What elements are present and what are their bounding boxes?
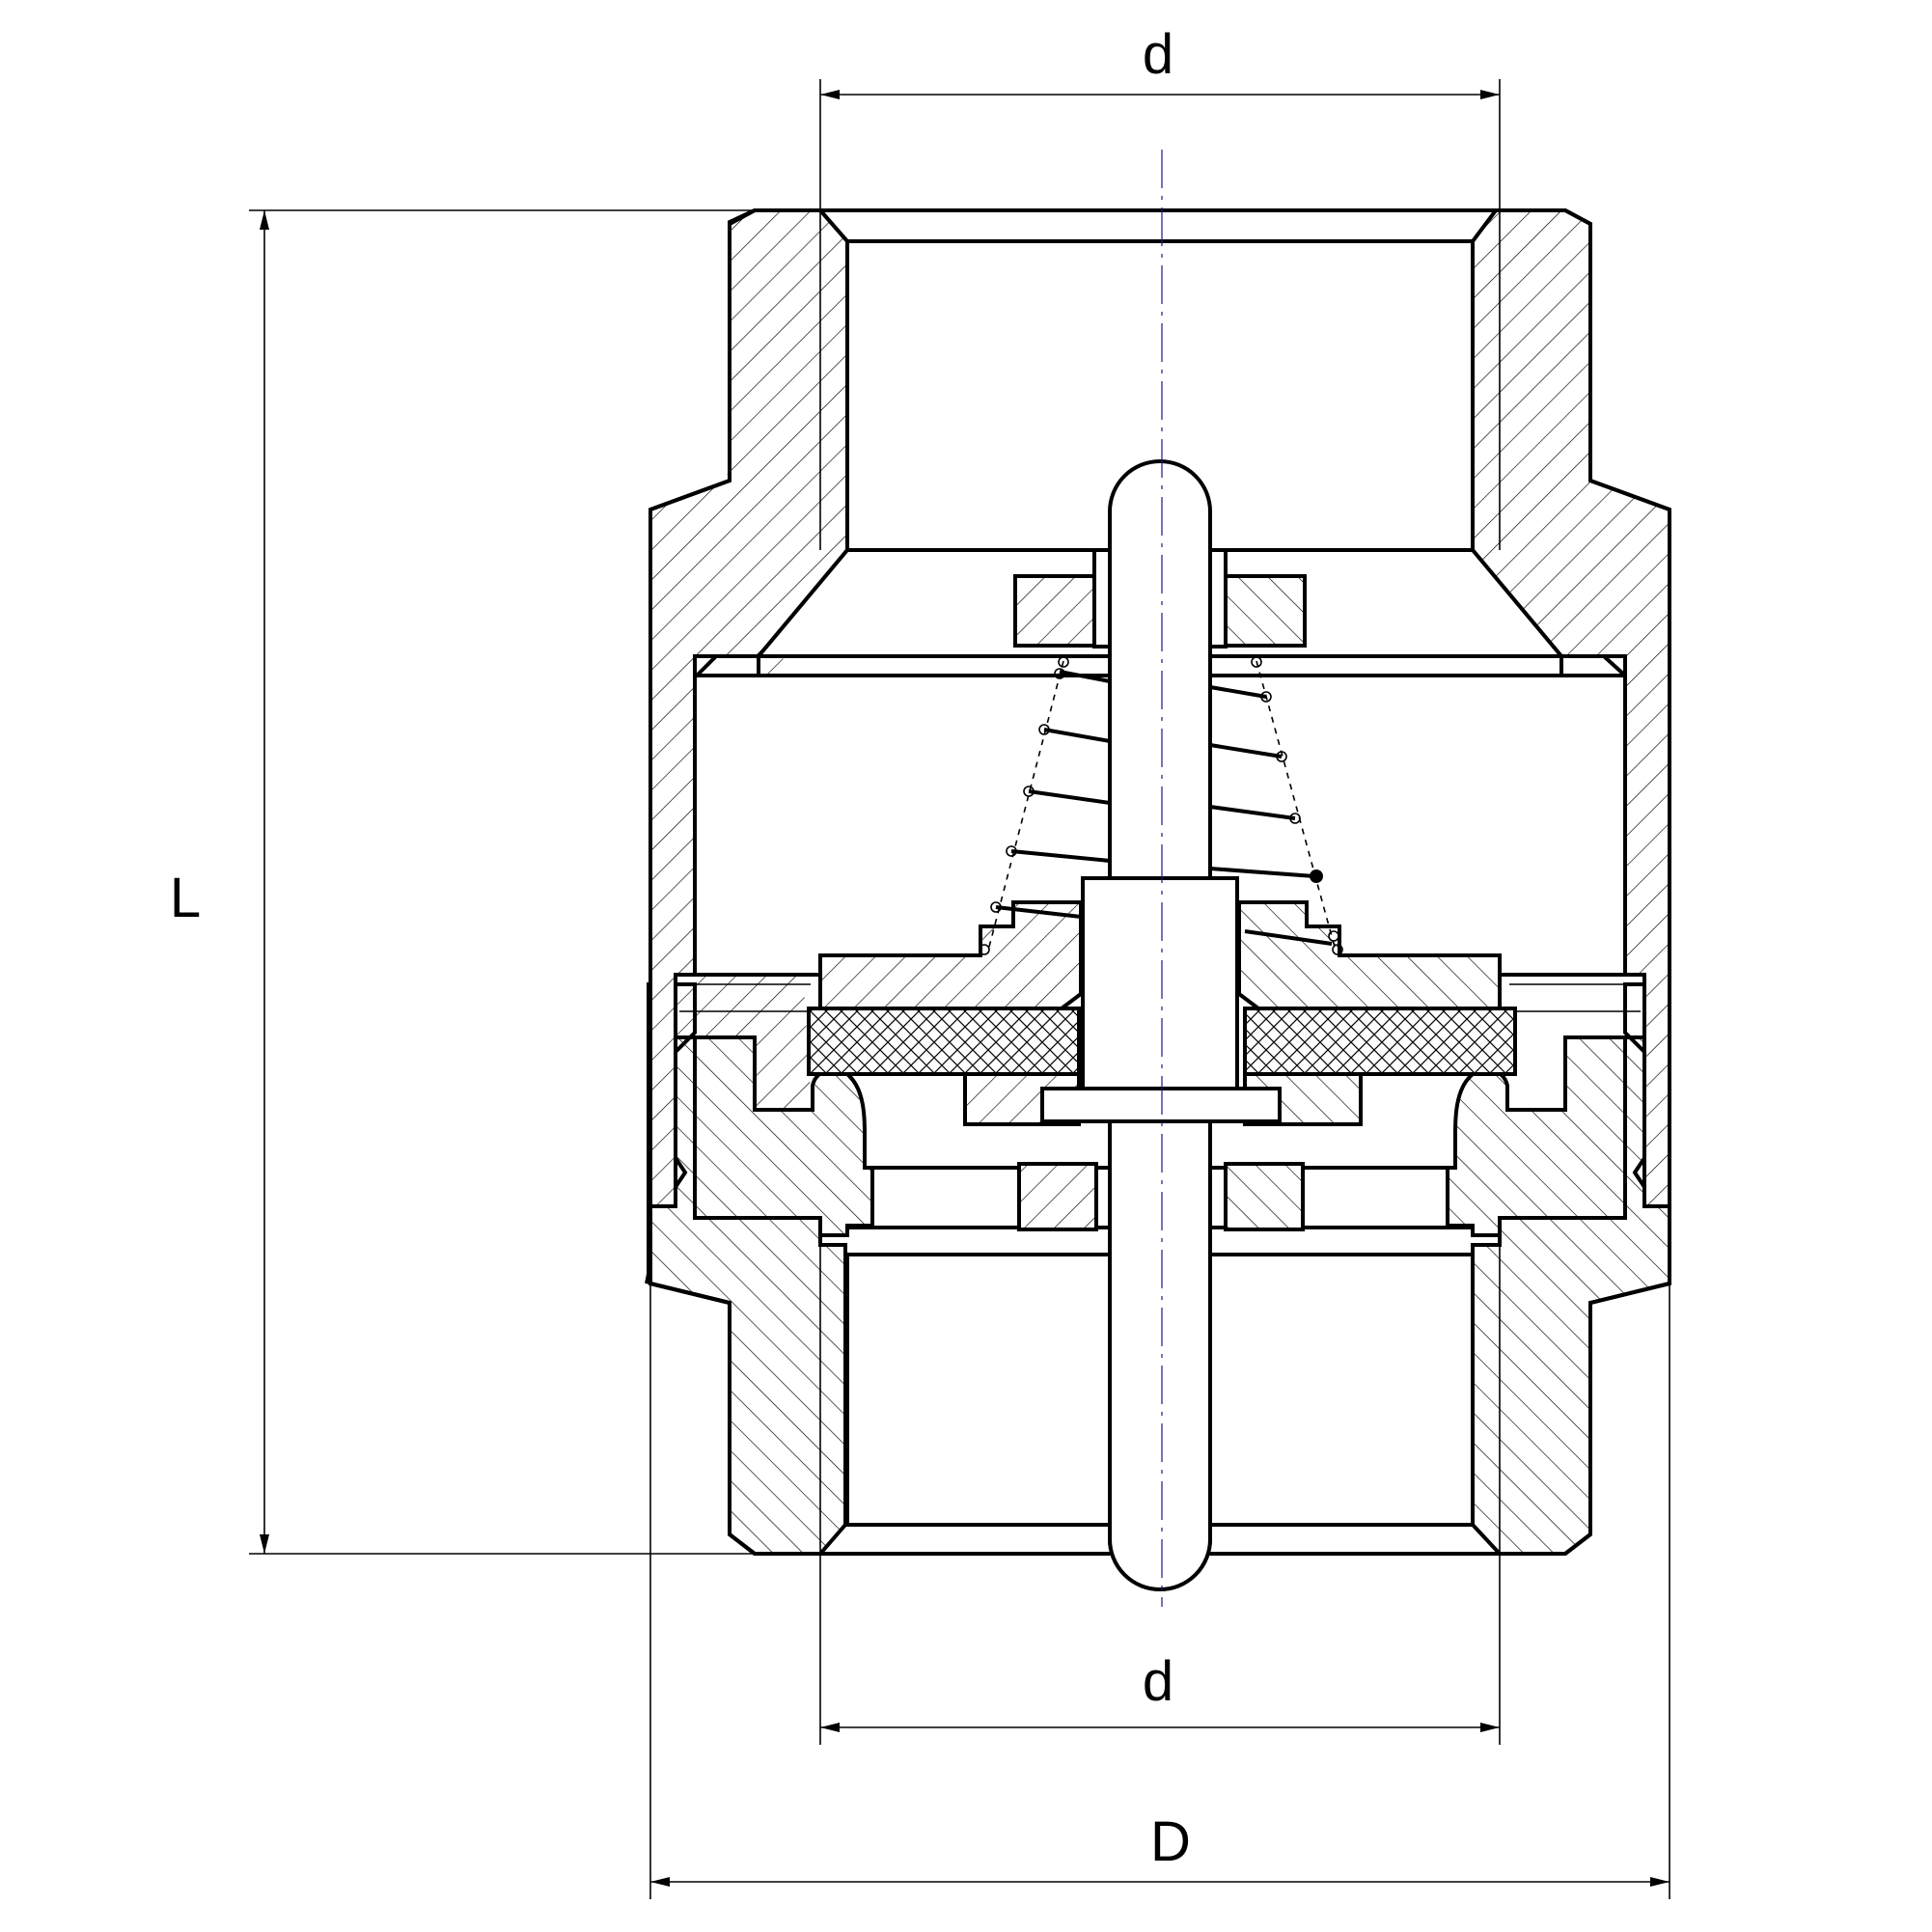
spring-coil-r2 [1209,743,1283,759]
lower-guide-left [1017,1162,1098,1231]
spring-end-r6 [1328,930,1339,942]
left-side-groove [674,982,697,1206]
lower-guide-right [1224,1162,1305,1231]
dim-D-label: D [1150,1810,1191,1873]
rubber-seal-right [1243,1007,1517,1076]
spring-right-edge [1256,660,1337,952]
spring-end-6 [990,901,1002,913]
spring-end-r2 [1260,691,1272,703]
dim-L-label: L [170,867,201,929]
spring-end-r7 [1332,944,1343,955]
spring-end-r1 [1251,656,1262,668]
stem-lower-plate [1040,1087,1282,1123]
spring-end-5 [1006,845,1017,857]
spring-coil-r5 [1244,929,1333,946]
spring-left-edge [987,660,1064,952]
upper-guide-right [1224,574,1307,648]
upper-guide-left [1013,574,1096,648]
stem-collar [1081,876,1239,1090]
right-side-groove [1623,982,1646,1206]
stem-lower [1108,1119,1212,1591]
dim-bottom-label: d [1143,1650,1173,1713]
body-outer-right-outline [1500,208,1671,1556]
spring-coil-4 [1010,849,1111,863]
body-outer-left-outline [649,208,820,1556]
spring-coil-r4 [1209,867,1315,878]
spring-end-7 [979,944,990,955]
spring-end-r3 [1276,751,1287,762]
spring-coil-1 [1059,670,1111,683]
spring-coil-5 [995,905,1082,919]
spring-end-4 [1023,786,1035,797]
spring-end-3 [1038,724,1050,735]
dim-top-label: d [1143,23,1173,86]
spring-coil-3 [1028,789,1111,805]
spring-coil-2 [1043,728,1111,743]
spring-end-1 [1058,656,1069,668]
spring [979,656,1343,955]
spring-end-2 [1054,668,1065,679]
spring-coil-r1 [1209,685,1267,699]
rubber-seal-left [807,1007,1081,1076]
spring-coil-r3 [1209,805,1296,820]
spring-end-r5 [1310,869,1323,883]
spring-end-r4 [1289,813,1301,824]
